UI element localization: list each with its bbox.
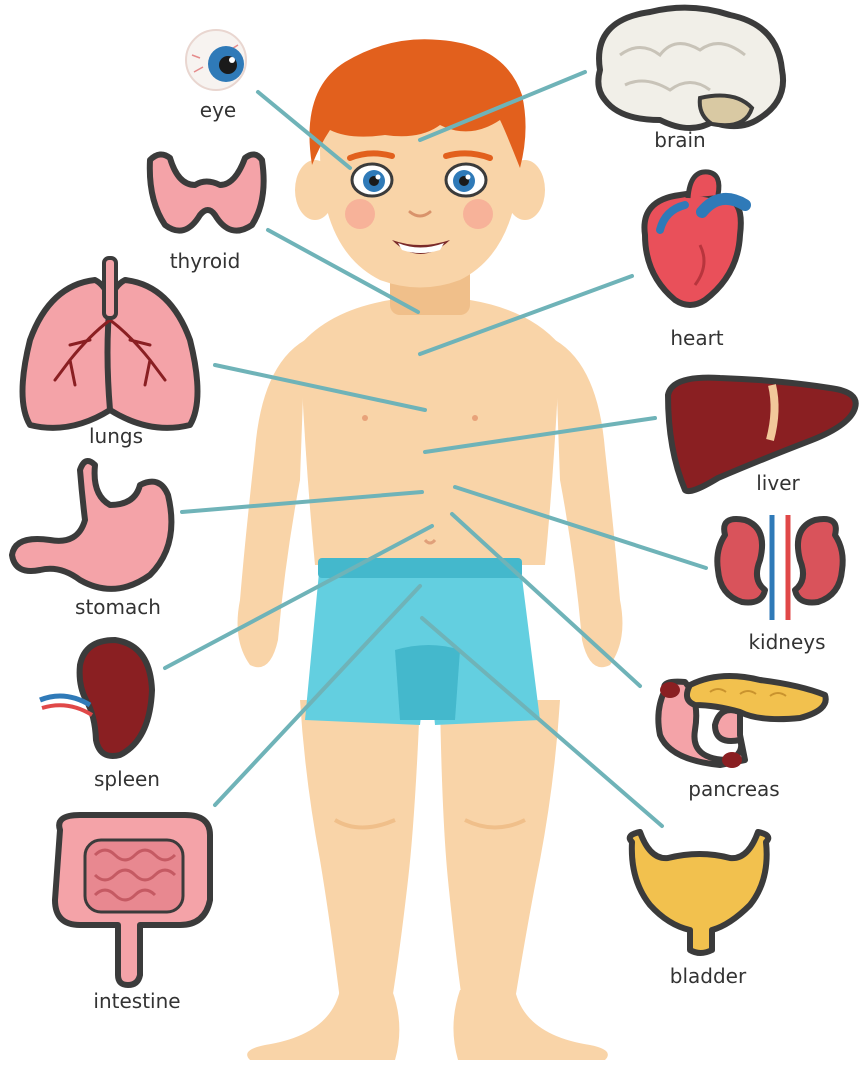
left-leg: [300, 700, 420, 1000]
stomach-organ-icon: [12, 461, 171, 589]
nipple-right: [472, 415, 478, 421]
heart-label: heart: [670, 326, 723, 350]
left-foot: [247, 990, 399, 1060]
kidneys-organ-icon: [717, 515, 842, 620]
pancreas-organ-icon: [658, 676, 825, 768]
lungs-label: lungs: [89, 424, 143, 448]
intestine-organ-icon: [55, 815, 210, 985]
right-cheek: [463, 199, 493, 229]
liver-label: liver: [756, 471, 800, 495]
right-face-eye: [446, 164, 486, 196]
bladder-organ-icon: [630, 832, 768, 953]
bladder-label: bladder: [670, 964, 747, 988]
heart-organ-icon: [644, 172, 745, 305]
boy-figure: [238, 39, 623, 1060]
brain-label: brain: [654, 128, 705, 152]
nipple-left: [362, 415, 368, 421]
shorts-waistband: [318, 558, 522, 578]
brain-organ-icon: [598, 8, 783, 128]
eye-label: eye: [200, 98, 236, 122]
lungs-organ-icon: [23, 258, 198, 428]
thyroid-label: thyroid: [170, 249, 241, 273]
shorts-fly: [395, 645, 460, 720]
eye-organ-icon: [186, 30, 246, 90]
spleen-organ-icon: [40, 640, 152, 756]
stomach-label: stomach: [75, 595, 161, 619]
pancreas-label: pancreas: [688, 777, 779, 801]
left-cheek: [345, 199, 375, 229]
right-leg: [440, 700, 560, 1000]
left-face-eye: [352, 164, 392, 196]
thyroid-organ-icon: [150, 154, 264, 230]
spleen-label: spleen: [94, 767, 160, 791]
kidneys-label: kidneys: [748, 630, 825, 654]
intestine-label: intestine: [93, 989, 180, 1013]
right-foot: [453, 990, 607, 1060]
